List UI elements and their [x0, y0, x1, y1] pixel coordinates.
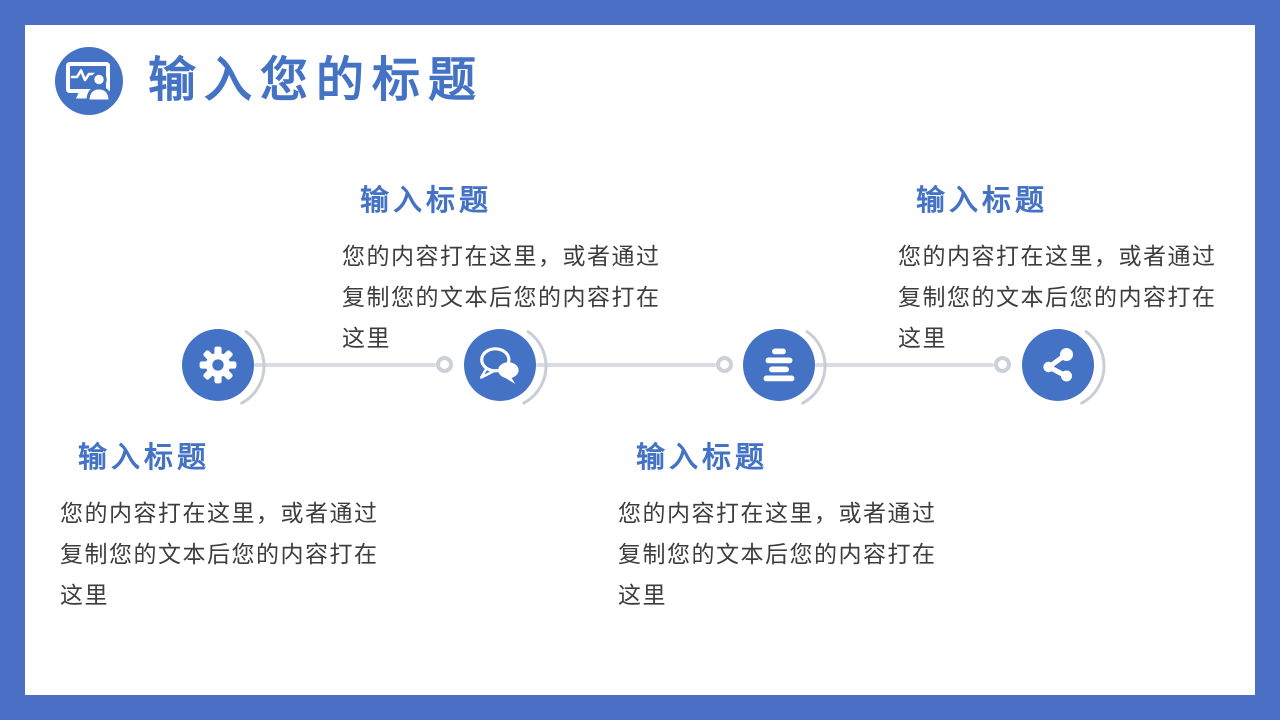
connector-ring — [716, 356, 733, 373]
text-block-top-first: 输入标题 您的内容打在这里，或者通过 复制您的文本后您的内容打在 这里 — [342, 186, 676, 359]
timeline-node-3 — [743, 329, 827, 405]
block-body-line: 您的内容打在这里，或者通过 — [898, 243, 1217, 269]
block-body-line: 这里 — [618, 582, 667, 608]
block-heading: 输入标题 — [916, 185, 1049, 217]
connector-line — [254, 363, 436, 367]
block-body-line: 您的内容打在这里，或者通过 — [618, 500, 937, 526]
presenter-screen-icon — [55, 47, 123, 115]
gear-icon — [199, 346, 237, 384]
connector-ring — [994, 356, 1011, 373]
chat-bubbles-icon — [479, 347, 519, 384]
slide-header: 输入您的标题 — [55, 47, 484, 115]
timeline-node-1 — [182, 329, 266, 405]
connector-line — [815, 363, 994, 367]
text-block-bottom-first: 输入标题 您的内容打在这里，或者通过 复制您的文本后您的内容打在 这里 — [60, 443, 394, 616]
block-body-line: 复制您的文本后您的内容打在 — [618, 541, 937, 567]
share-icon — [1043, 348, 1073, 382]
timeline-node-2 — [464, 329, 548, 405]
timeline-node-4 — [1022, 329, 1106, 405]
block-body-line: 您的内容打在这里，或者通过 — [60, 500, 379, 526]
text-block-bottom-second: 输入标题 您的内容打在这里，或者通过 复制您的文本后您的内容打在 这里 — [618, 443, 952, 616]
connector-ring — [436, 356, 453, 373]
block-body-line: 复制您的文本后您的内容打在 — [60, 541, 379, 567]
block-body-line: 复制您的文本后您的内容打在 — [898, 284, 1217, 310]
stacked-bars-icon — [763, 348, 795, 382]
text-block-top-second: 输入标题 您的内容打在这里，或者通过 复制您的文本后您的内容打在 这里 — [898, 186, 1232, 359]
block-heading: 输入标题 — [636, 442, 769, 474]
block-body-line: 这里 — [60, 582, 109, 608]
page-title: 输入您的标题 — [148, 54, 485, 107]
connector-line — [536, 363, 716, 367]
block-heading: 输入标题 — [360, 185, 493, 217]
block-heading: 输入标题 — [78, 442, 211, 474]
block-body-line: 这里 — [342, 325, 391, 351]
block-body-line: 您的内容打在这里，或者通过 — [342, 243, 661, 269]
block-body-line: 这里 — [898, 325, 947, 351]
block-body-line: 复制您的文本后您的内容打在 — [342, 284, 661, 310]
